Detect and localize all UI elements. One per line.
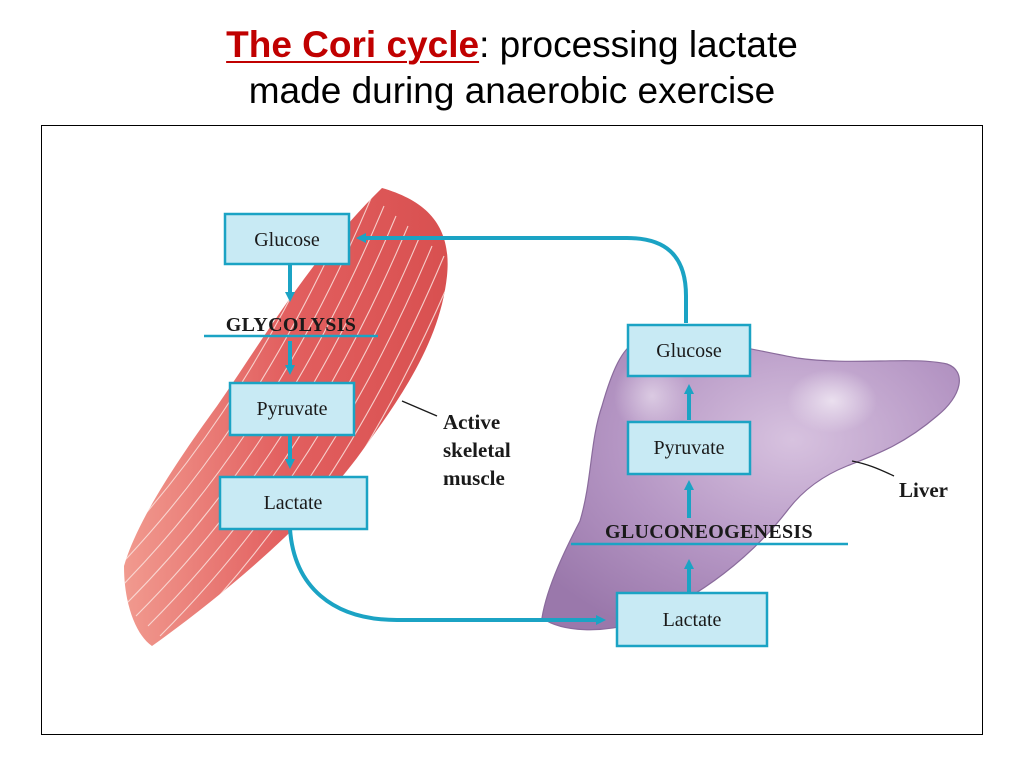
title-rest: processing lactate: [489, 24, 798, 65]
muscle-pyruvate-box: Pyruvate: [228, 381, 356, 437]
liver-lactate-label: Lactate: [663, 609, 722, 631]
muscle-label-line-2: skeletal: [443, 438, 511, 462]
muscle-lactate-label: Lactate: [264, 492, 323, 514]
muscle-leader-line: [401, 400, 438, 417]
liver-pyruvate-box: Pyruvate: [626, 420, 752, 476]
title-line-2: made during anaerobic exercise: [248, 70, 776, 111]
gluconeogenesis-label: GLUCONEOGENESIS: [605, 521, 813, 543]
muscle-label-line-1: Active: [443, 410, 500, 434]
muscle-label-line-3: muscle: [443, 466, 505, 490]
liver-glucose-label: Glucose: [656, 340, 722, 362]
slide-title: The Cori cycle: processing lactate made …: [0, 22, 1024, 114]
muscle-to-liver-lactate-arrow: [288, 528, 606, 625]
title-highlight: The Cori cycle: [226, 24, 480, 65]
liver-pyruvate-label: Pyruvate: [653, 437, 724, 459]
muscle-lactate-box: Lactate: [218, 475, 369, 531]
cori-cycle-diagram: Glucose Pyruvate Lactate Glucose Pyruvat…: [124, 188, 960, 648]
muscle-glucose-label: Glucose: [254, 229, 320, 251]
liver-shape: [541, 337, 960, 631]
liver-glucose-box: Glucose: [626, 323, 752, 378]
liver-lactate-box: Lactate: [615, 591, 769, 648]
title-separator: :: [479, 24, 490, 65]
glycolysis-label: GLYCOLYSIS: [226, 314, 356, 336]
liver-leader-line: [851, 460, 895, 477]
liver-label: Liver: [899, 478, 948, 502]
liver-to-muscle-glucose-arrow: [356, 233, 688, 323]
muscle-glucose-box: Glucose: [223, 212, 351, 266]
cori-cycle-figure: Glucose Pyruvate Lactate Glucose Pyruvat…: [41, 125, 983, 735]
muscle-pyruvate-label: Pyruvate: [256, 398, 327, 420]
title-line-1: The Cori cycle: processing lactate: [0, 22, 1024, 68]
